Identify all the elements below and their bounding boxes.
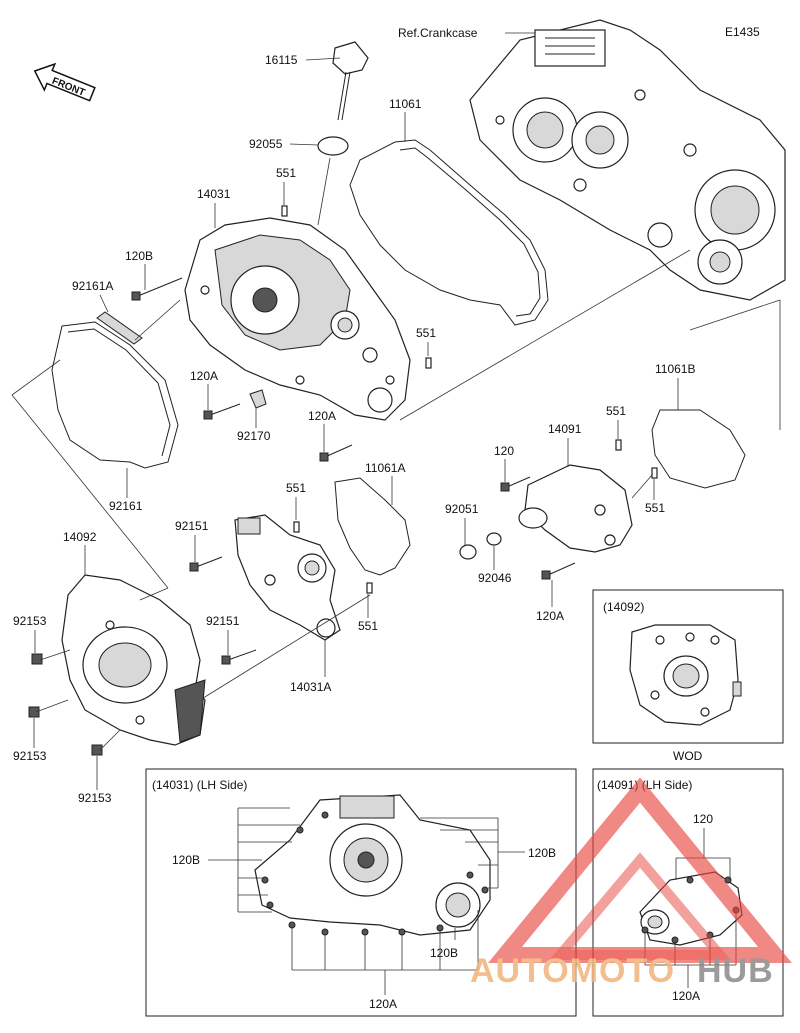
front-arrow-icon: FRONT — [33, 62, 96, 102]
label-120B: 120B — [125, 249, 153, 263]
label-551-c: 551 — [286, 481, 306, 495]
label-16115: 16115 — [265, 53, 298, 67]
gasket-11061A — [334, 477, 411, 576]
inset-wod-caption: WOD — [673, 749, 703, 763]
ref-crankcase-label: Ref.Crankcase — [398, 26, 478, 40]
dowel-pin — [281, 205, 288, 217]
inset-lh-14091-box — [592, 768, 784, 1017]
inset-lh-14091-120A: 120A — [672, 989, 700, 1003]
bolt-92151-top — [189, 556, 223, 572]
label-551-e: 551 — [606, 404, 626, 418]
label-11061: 11061 — [389, 97, 422, 111]
label-92046: 92046 — [478, 571, 512, 585]
inset-wod-cover — [629, 624, 742, 726]
bolt-92153-a — [31, 653, 43, 665]
label-92153-c: 92153 — [78, 791, 112, 805]
bolt-120B — [131, 277, 183, 301]
inset-lh-14031-box — [145, 768, 577, 1017]
label-120: 120 — [494, 444, 514, 458]
clip-92170 — [249, 389, 267, 409]
inset-lh-14031-120B-right: 120B — [528, 846, 556, 860]
label-92151-b: 92151 — [206, 614, 240, 628]
bolt-92153-c — [91, 744, 103, 756]
inset-lh-14031-120B-left: 120B — [172, 853, 200, 867]
inset-wod-header: (14092) — [603, 600, 644, 614]
watermark-text-automoto: AUTOMOTO — [470, 952, 675, 990]
bolt-120A-left — [203, 403, 241, 420]
label-14031A: 14031A — [290, 680, 331, 694]
dipstick — [332, 41, 369, 121]
label-551-d: 551 — [358, 619, 378, 633]
label-92151-a: 92151 — [175, 519, 209, 533]
gasket-92161 — [51, 321, 179, 469]
inset-lh-14031-header: (14031) (LH Side) — [152, 778, 247, 792]
label-120A-c: 120A — [536, 609, 564, 623]
label-120A-b: 120A — [308, 409, 336, 423]
bolt-120A-right — [541, 562, 576, 580]
bolt-120A-bottom — [319, 444, 353, 462]
label-14031: 14031 — [197, 187, 231, 201]
gasket-11061 — [349, 139, 549, 326]
inset-lh-14031-120A: 120A — [369, 997, 397, 1011]
gasket-92161A — [96, 311, 143, 345]
seal-92046 — [486, 532, 502, 546]
label-92051: 92051 — [445, 502, 479, 516]
label-11061A: 11061A — [365, 461, 405, 475]
cover-14031A — [234, 514, 341, 641]
label-92161: 92161 — [109, 499, 143, 513]
inset-lh-14031-120B-bottom: 120B — [430, 946, 458, 960]
label-551-a: 551 — [276, 166, 296, 180]
watermark-text-hub: HUB — [697, 952, 774, 990]
watermark-logo-icon — [488, 777, 792, 963]
cover-14091 — [518, 464, 633, 553]
label-11061B: 11061B — [655, 362, 695, 376]
label-551-f: 551 — [645, 501, 665, 515]
gasket-11061B — [651, 409, 746, 489]
label-14092: 14092 — [63, 530, 97, 544]
label-92161A: 92161A — [72, 279, 113, 293]
label-92170: 92170 — [237, 429, 271, 443]
crankcase-illustration — [469, 19, 786, 301]
label-120A-a: 120A — [190, 369, 218, 383]
bolt-92153-b — [28, 706, 40, 718]
automotohub-watermark: AUTOMOTO HUB — [470, 777, 792, 990]
diagram-code: E1435 — [725, 25, 760, 39]
inset-lh-14031-cover — [254, 794, 491, 936]
label-92055: 92055 — [249, 137, 283, 151]
inset-lh-14091-120: 120 — [693, 812, 713, 826]
label-92153-a: 92153 — [13, 614, 47, 628]
bolt-120 — [500, 476, 531, 492]
o-ring-92055 — [317, 136, 349, 156]
cover-14092 — [61, 574, 206, 746]
label-551-b: 551 — [416, 326, 436, 340]
label-14091: 14091 — [548, 422, 582, 436]
label-92153-b: 92153 — [13, 749, 47, 763]
clutch-cover-14031 — [184, 217, 411, 421]
seal-92051 — [459, 544, 477, 560]
inset-wod-box — [592, 589, 784, 744]
bolt-92151-bottom — [221, 649, 257, 665]
